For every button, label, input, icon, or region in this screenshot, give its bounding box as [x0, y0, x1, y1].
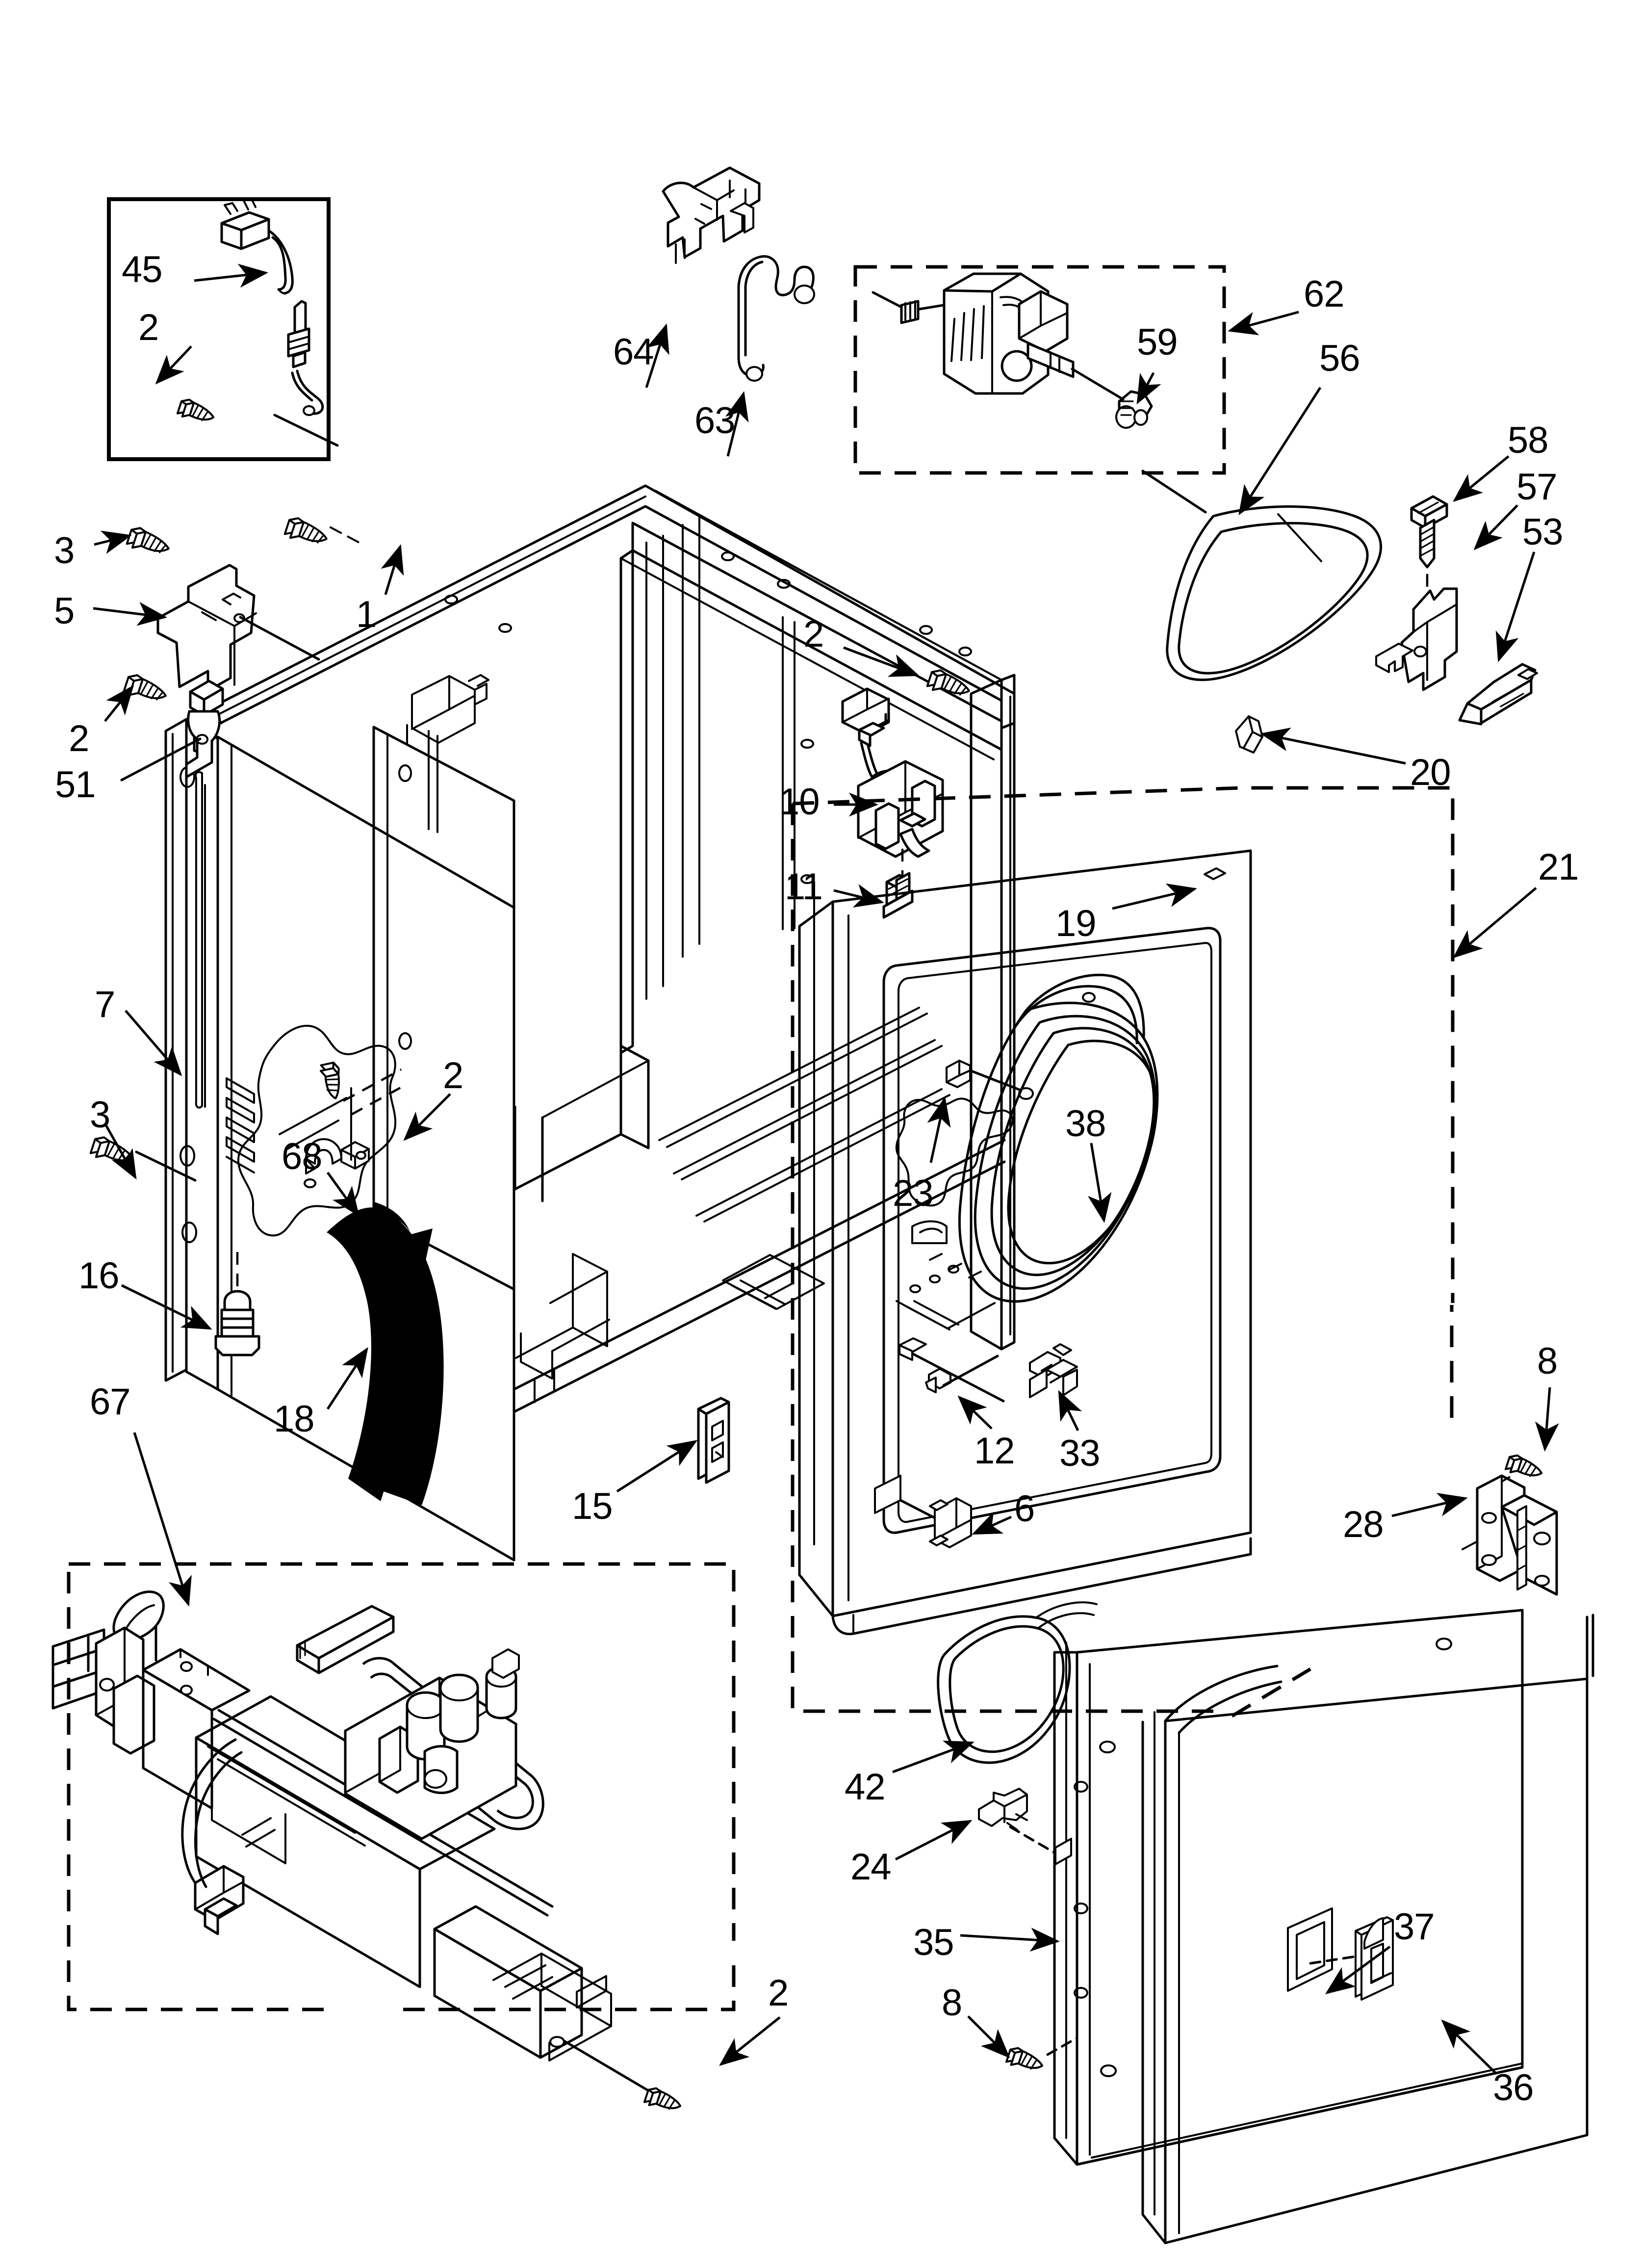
callout-67: 67 — [90, 1381, 131, 1423]
callout-12: 12 — [974, 1430, 1015, 1472]
screw-3-top — [125, 524, 173, 560]
main-cabinet — [164, 484, 1016, 1562]
part-5-cover-bracket — [156, 564, 320, 692]
screw-1 — [283, 515, 331, 550]
callout-8-door: 8 — [942, 1982, 962, 2024]
part-11-screw — [882, 849, 914, 919]
callout-18: 18 — [274, 1398, 315, 1440]
part-28-hinge — [1462, 1452, 1558, 1596]
callout-28: 28 — [1343, 1504, 1384, 1545]
part-10-door-switch — [841, 687, 944, 858]
front-panel-dashed-enclosure — [791, 786, 1455, 1718]
callout-20: 20 — [1410, 752, 1451, 793]
inset-burner-box — [51, 1562, 736, 2115]
callout-16: 16 — [78, 1255, 120, 1297]
callout-2-inset-thermistor: 2 — [138, 307, 159, 348]
callout-5: 5 — [54, 590, 75, 632]
part-56-drive-belt — [1166, 505, 1382, 681]
callout-53: 53 — [1522, 511, 1564, 553]
callout-8-hinge: 8 — [1537, 1340, 1558, 1382]
callout-33: 33 — [1059, 1433, 1101, 1474]
part-16-leveling-leg — [214, 1252, 260, 1356]
screw-8-door — [1005, 2045, 1046, 2075]
callout-6: 6 — [1014, 1488, 1035, 1530]
front-panel-assembly — [798, 715, 1263, 1636]
callout-24: 24 — [850, 1846, 892, 1888]
callout-59: 59 — [1137, 321, 1178, 363]
callout-23: 23 — [893, 1173, 934, 1214]
callout-36: 36 — [1493, 2067, 1534, 2109]
callout-37: 37 — [1394, 1906, 1435, 1948]
callout-2-right: 2 — [803, 613, 824, 655]
callout-63: 63 — [694, 400, 736, 442]
callout-57: 57 — [1516, 466, 1558, 508]
callout-68: 68 — [282, 1136, 323, 1177]
leader-lines — [93, 263, 1559, 2074]
callout-35: 35 — [913, 1922, 954, 1963]
callout-2-burner: 2 — [768, 1972, 789, 2014]
callout-42: 42 — [845, 1766, 886, 1808]
callout-51: 51 — [55, 764, 96, 806]
callout-3-lower: 3 — [90, 1094, 110, 1136]
callout-38: 38 — [1065, 1103, 1106, 1145]
callout-19: 19 — [1055, 903, 1097, 944]
part-63-clip — [737, 255, 815, 382]
callout-3-top: 3 — [54, 530, 75, 572]
callout-10: 10 — [779, 781, 820, 823]
callout-1: 1 — [356, 594, 377, 635]
door-assembly — [937, 1601, 1594, 2244]
vent-hose-arrow — [327, 1202, 444, 1505]
part-53-strike — [1458, 663, 1538, 726]
inset-thermistor-box — [107, 197, 339, 461]
callout-2-left: 2 — [69, 718, 89, 759]
part-51-clip — [120, 679, 224, 782]
callout-2-ground: 2 — [443, 1055, 463, 1096]
inset-motor-box — [853, 265, 1226, 514]
callout-56: 56 — [1319, 338, 1360, 379]
callout-11: 11 — [785, 866, 823, 908]
part-15-nameplate — [697, 1397, 730, 1484]
callout-45: 45 — [122, 249, 163, 290]
callout-21: 21 — [1538, 846, 1579, 888]
callout-15: 15 — [572, 1486, 613, 1527]
callout-7: 7 — [95, 984, 115, 1025]
callout-64: 64 — [613, 331, 654, 373]
callout-62: 62 — [1304, 273, 1345, 315]
callout-58: 58 — [1508, 419, 1549, 461]
part-57-bracket — [1375, 587, 1458, 691]
part-64-bracket — [662, 166, 761, 264]
